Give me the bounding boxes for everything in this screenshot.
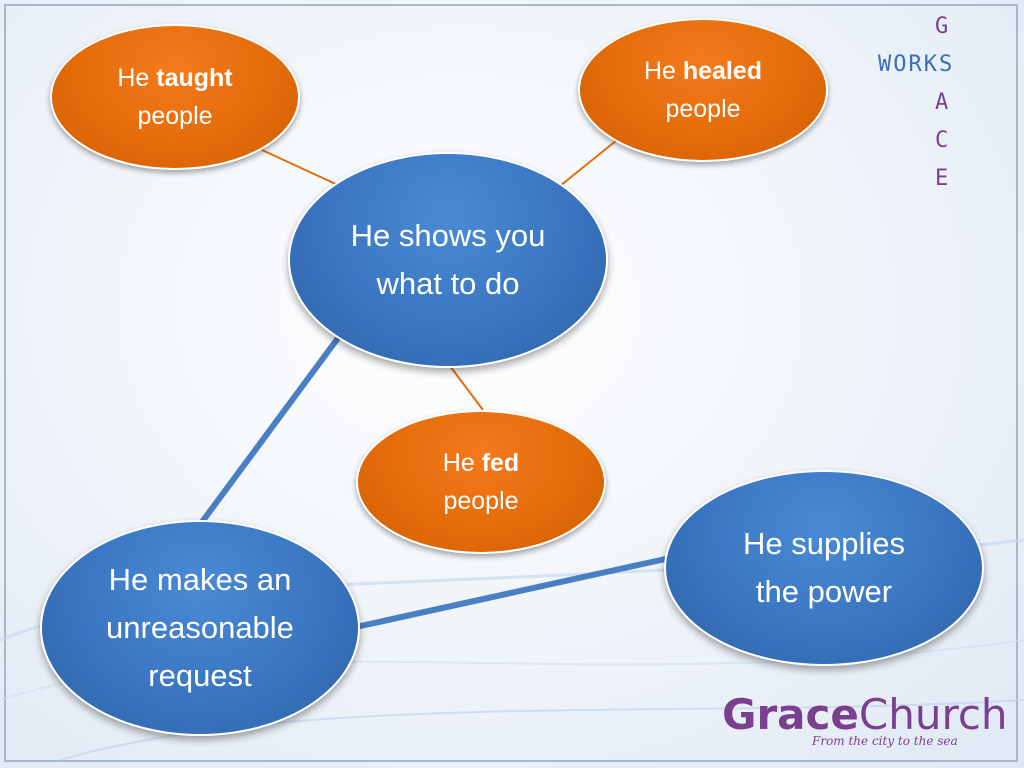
slide-frame [4, 4, 1018, 762]
brand-tagline: From the city to the sea [812, 734, 958, 748]
connector-makes-supplies [355, 555, 671, 630]
node-makes-text: He makes an unreasonable request [106, 562, 294, 693]
node-fed: He fed people [356, 410, 606, 554]
works-word: WORKS [878, 52, 955, 77]
node-makes: He makes an unreasonable request [40, 520, 360, 736]
node-shows-text: He shows you what to do [350, 218, 546, 301]
connector-taught-shows [261, 149, 341, 187]
node-healed-prefix: He [643, 57, 683, 85]
node-taught-prefix: He [117, 64, 157, 92]
works-letter-a: A [935, 90, 951, 115]
connector-healed-shows [559, 139, 618, 187]
node-fed-prefix: He [442, 449, 482, 477]
works-letter-g: G [935, 14, 951, 39]
brand-grace: Grace [722, 690, 859, 739]
works-letter-e: E [935, 166, 951, 191]
node-healed: He healed people [578, 18, 828, 162]
node-taught-bold: taught [156, 64, 233, 92]
node-supplies: He supplies the power [664, 470, 984, 666]
node-taught-suffix: people [137, 102, 213, 130]
brand-church: Church [858, 690, 1008, 739]
node-supplies-text: He supplies the power [743, 526, 905, 609]
connector-shows-makes [199, 336, 341, 524]
grace-church-logo: GraceChurch [722, 690, 1008, 739]
node-taught: He taught people [50, 24, 300, 170]
works-letter-c: C [935, 128, 951, 153]
swoosh-decoration [59, 699, 1024, 761]
node-shows: He shows you what to do [288, 152, 608, 368]
node-healed-suffix: people [665, 95, 741, 123]
connector-shows-fed [449, 365, 484, 411]
node-fed-bold: fed [481, 449, 520, 477]
node-fed-suffix: people [443, 487, 519, 515]
node-healed-bold: healed [682, 57, 763, 85]
